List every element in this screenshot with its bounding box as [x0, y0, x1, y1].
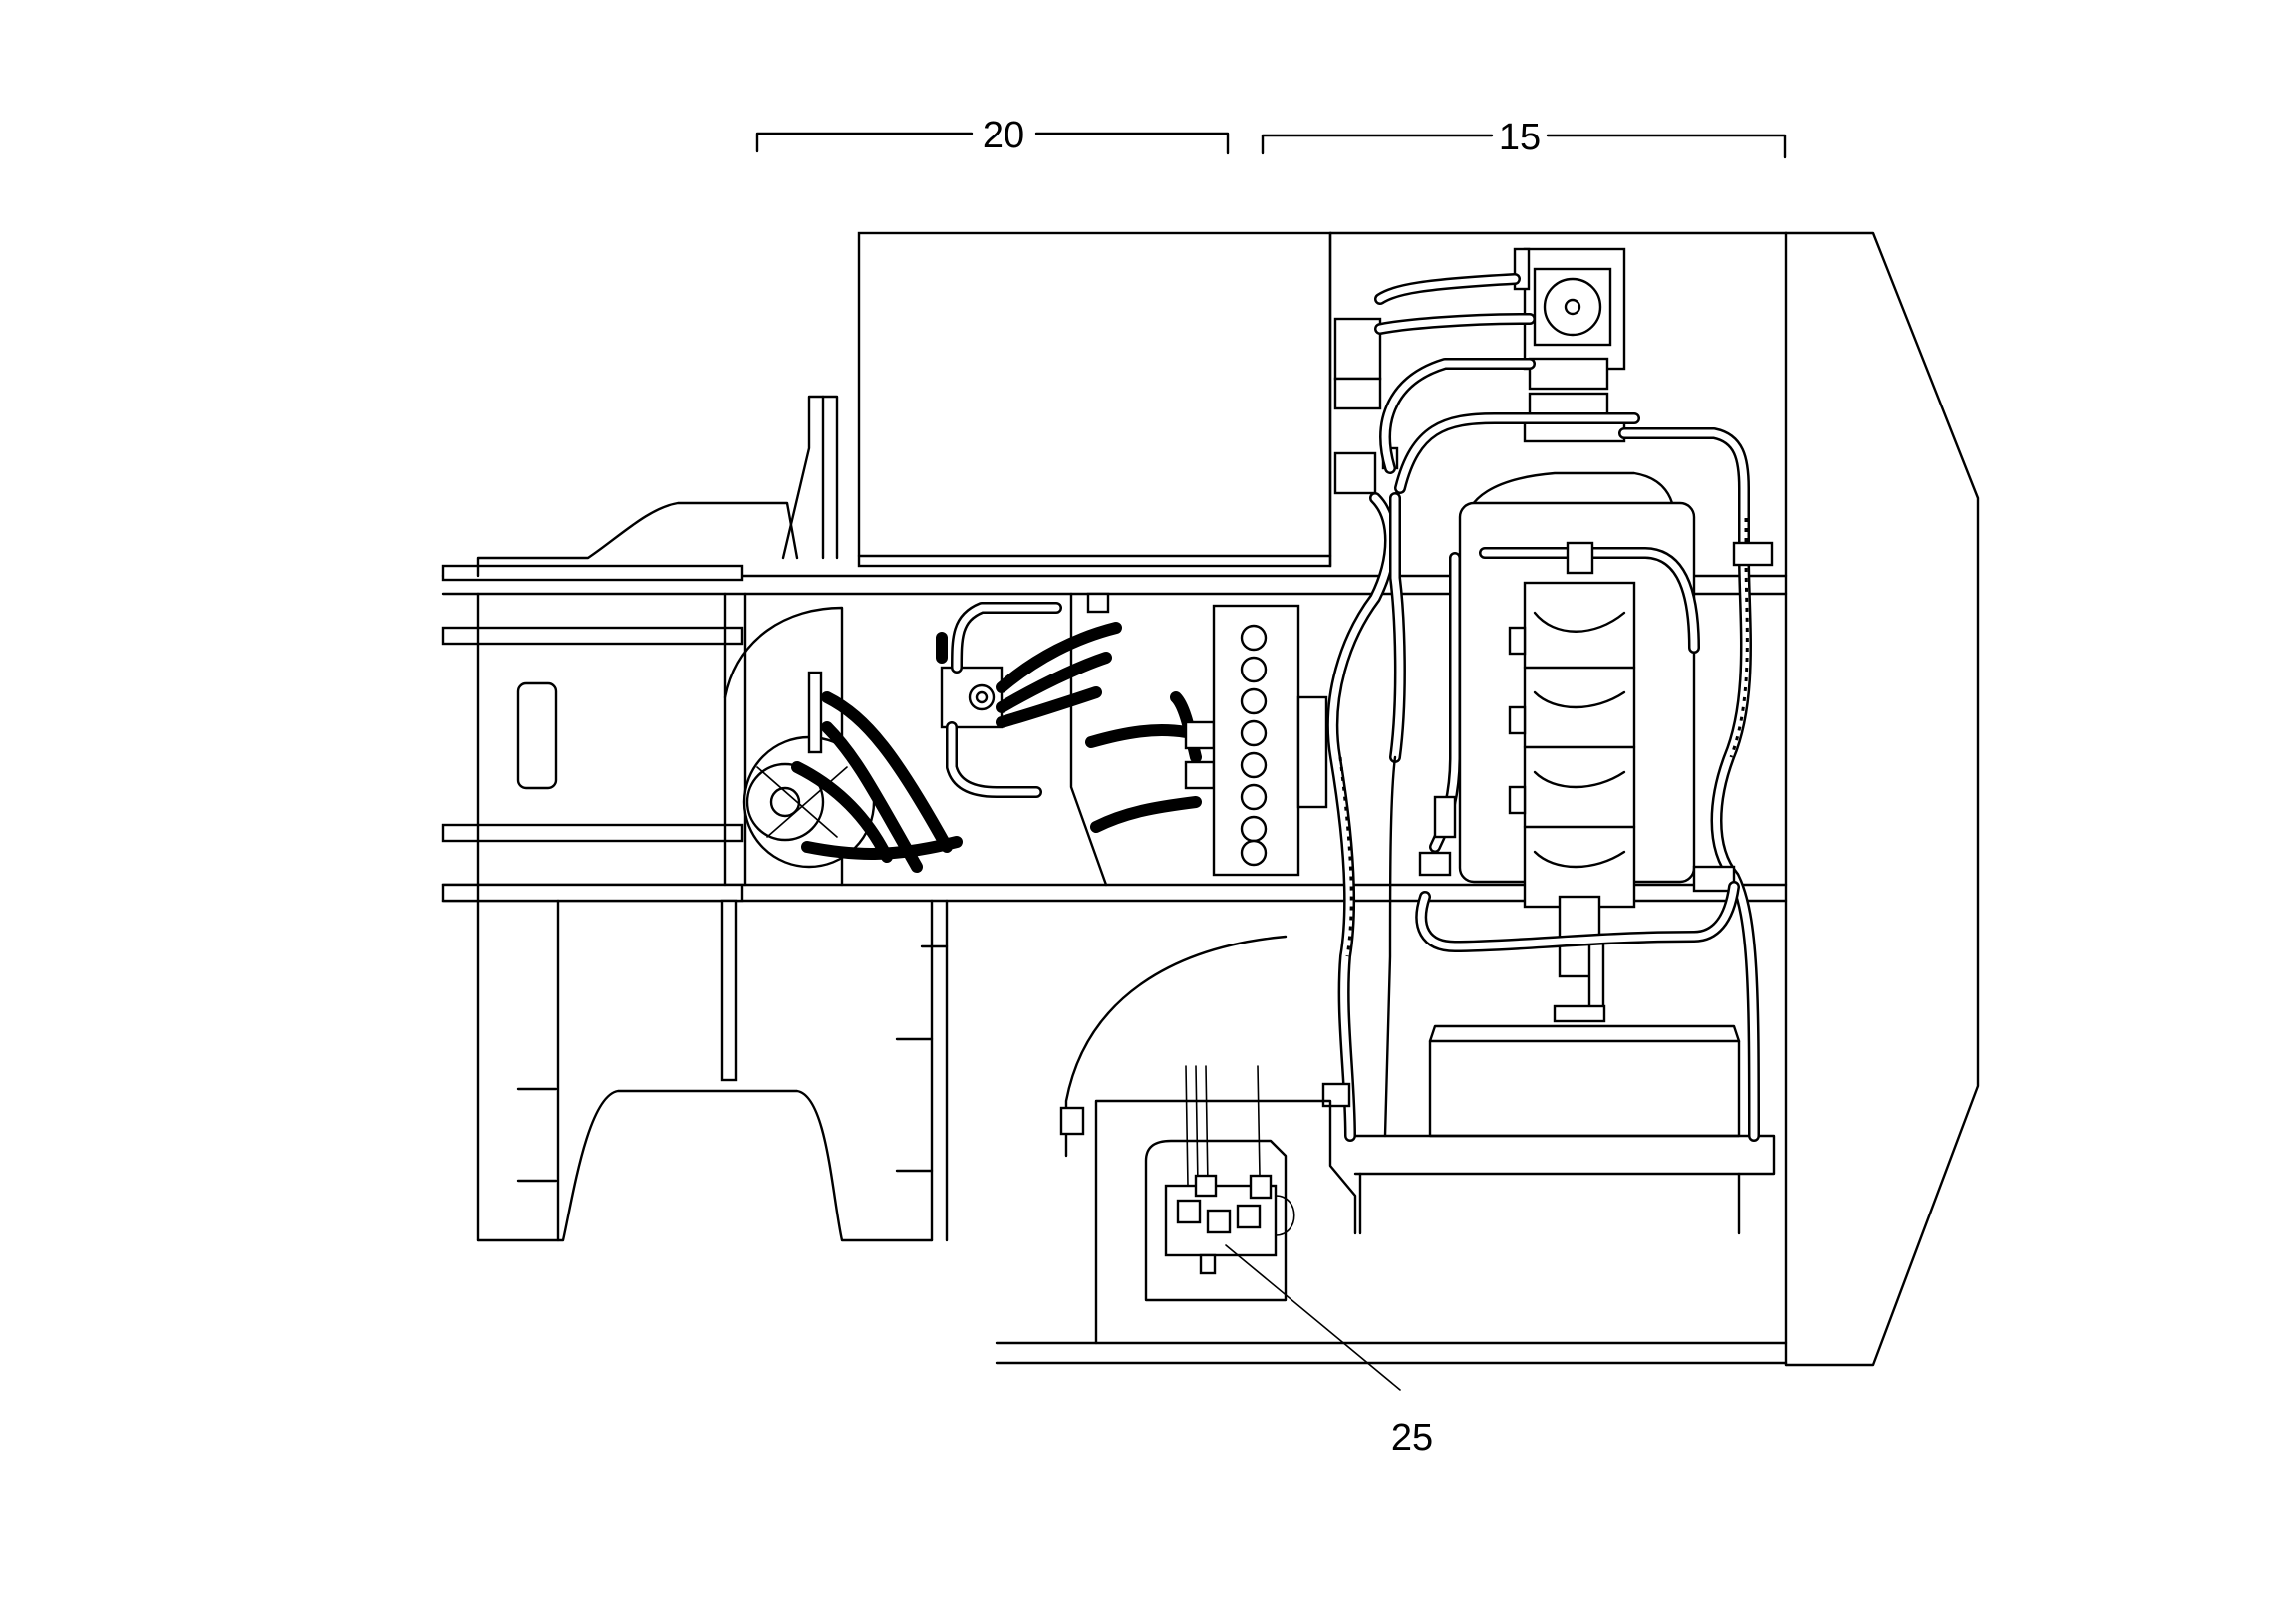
- pump-assembly: [1333, 247, 1626, 495]
- center-valve-block: [936, 592, 1122, 798]
- callout-bracket-20: 20: [755, 115, 1230, 156]
- chassis-frame: [441, 231, 1980, 1367]
- callout-label-15: 15: [1499, 117, 1541, 158]
- callout-label-25: 25: [1391, 1417, 1433, 1459]
- reel-hoses: [791, 691, 963, 873]
- control-valve-25: 25: [1059, 935, 1433, 1459]
- hydraulic-tank: [857, 231, 1332, 568]
- callout-bracket-15: 15: [1261, 117, 1787, 159]
- hose-reel: [723, 606, 876, 887]
- engine-hoses: [1321, 273, 1774, 1142]
- manifold-block: [1085, 604, 1328, 877]
- engine: [1353, 471, 1776, 1235]
- callout-label-20: 20: [983, 115, 1024, 156]
